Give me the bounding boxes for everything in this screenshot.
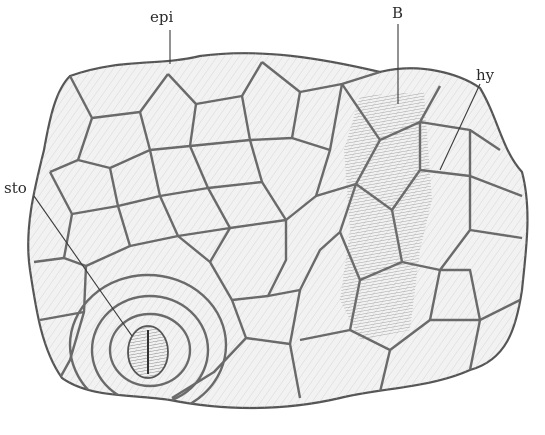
label-sto: sto (4, 179, 27, 197)
label-epi: epi (150, 8, 173, 26)
label-B: B (392, 4, 403, 22)
label-hy: hy (476, 66, 495, 84)
